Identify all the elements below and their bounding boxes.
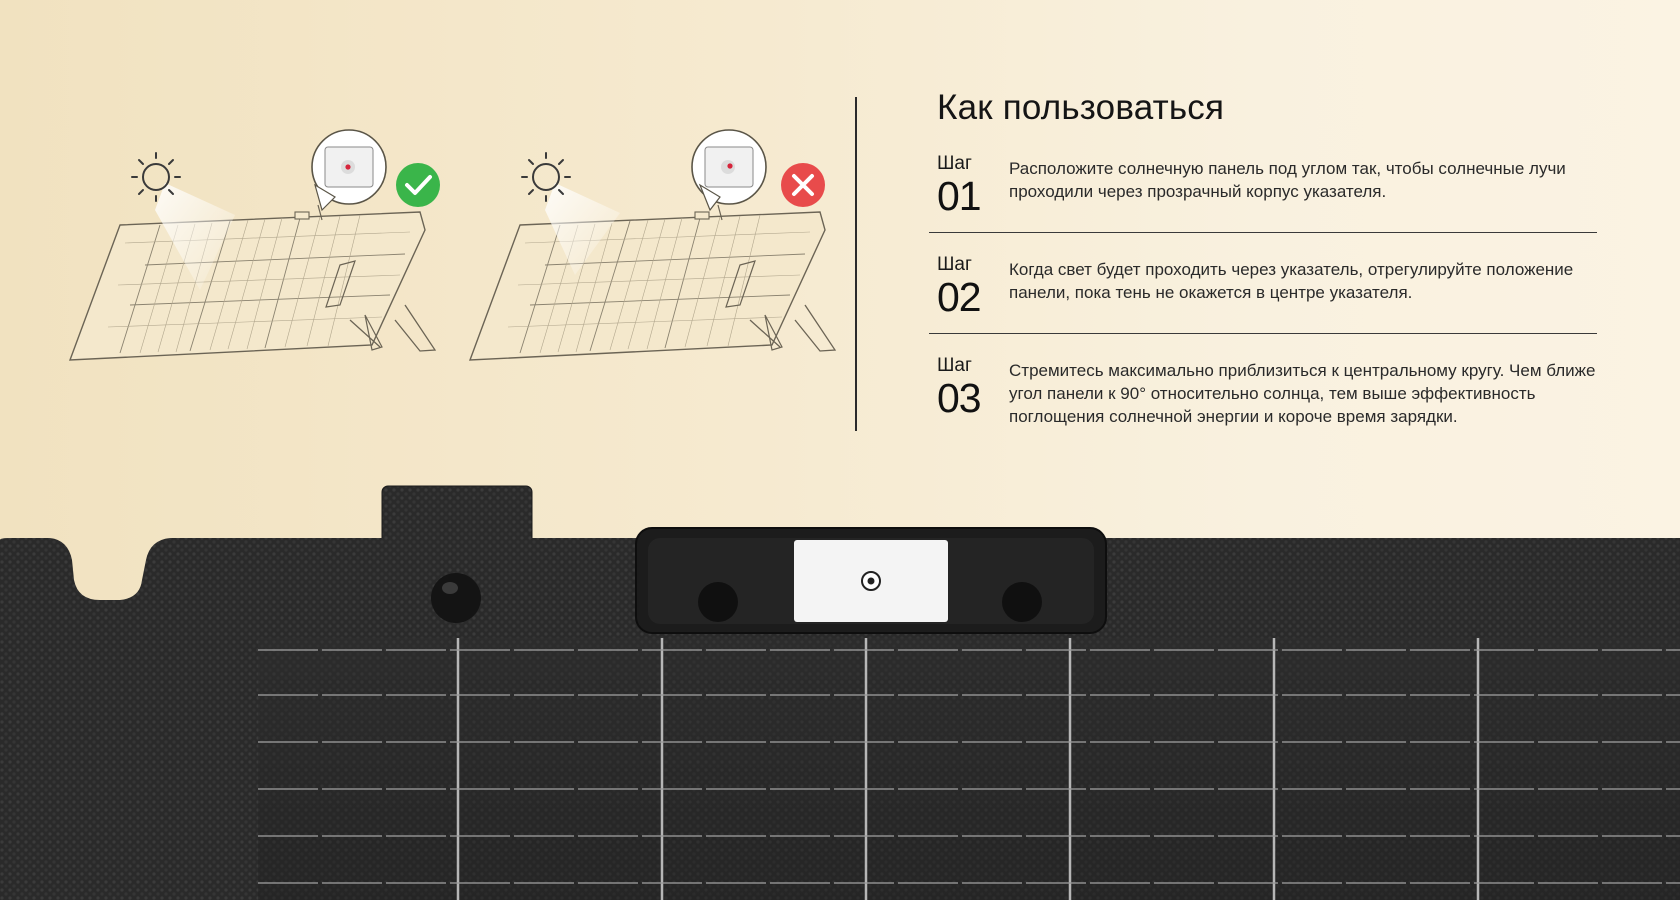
incorrect-scene [469, 129, 836, 361]
step-text: Расположите солнечную панель под углом т… [1009, 159, 1566, 201]
usage-illustration [69, 129, 836, 361]
step-3: Шаг 03 Стремитесь максимально приблизить… [929, 356, 1597, 442]
step-label: Шаг [937, 254, 972, 275]
step-2: Шаг 02 Когда свет будет проходить через … [929, 255, 1597, 334]
check-icon [396, 163, 440, 207]
section-title: Как пользоваться [937, 88, 1225, 127]
step-1: Шаг 01 Расположите солнечную панель под … [929, 154, 1597, 233]
step-label: Шаг [937, 153, 972, 174]
panel-closeup-photo [0, 485, 1680, 900]
steps-list: Шаг 01 Расположите солнечную панель под … [929, 154, 1597, 442]
step-digits: 01 [937, 173, 982, 219]
indicator-dot-centered [345, 164, 351, 170]
sun-icon [521, 152, 571, 202]
step-number: Шаг 02 [929, 254, 1009, 320]
step-label: Шаг [937, 355, 972, 376]
step-text: Стремитесь максимально приблизиться к це… [1009, 361, 1596, 426]
vertical-divider [855, 97, 857, 431]
step-text: Когда свет будет проходить через указате… [1009, 260, 1574, 302]
step-number: Шаг 03 [929, 355, 1009, 421]
correct-scene [69, 129, 440, 361]
step-digits: 03 [937, 375, 982, 421]
indicator-dot-offset [727, 163, 733, 169]
how-to-use-section: Как пользоваться Шаг 01 Расположите солн… [929, 88, 1597, 464]
step-digits: 02 [937, 274, 982, 320]
sun-icon [131, 152, 181, 202]
step-number: Шаг 01 [929, 153, 1009, 219]
